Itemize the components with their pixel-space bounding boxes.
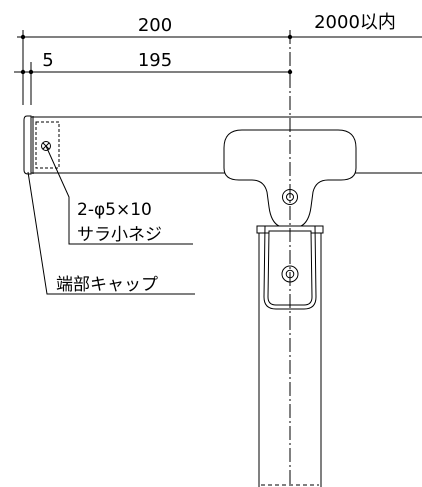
bracket-clamp-inner: [263, 225, 317, 310]
bracket-paddle: [223, 129, 357, 227]
leader-lines: [27, 145, 195, 295]
end-cap: [23, 115, 60, 175]
dimension-label-max-length: 2000以内: [314, 12, 396, 33]
dimension-tick-dot: [20, 34, 26, 40]
dimension-label-offset: 5: [42, 50, 53, 71]
dimension-tick-dot: [28, 69, 34, 75]
callout-screw-spec: 2-φ5×10: [77, 200, 152, 220]
dimension-lines: [14, 30, 422, 105]
leader-end-cap: [27, 171, 195, 295]
leader-screw: [45, 145, 193, 245]
callout-end-cap: 端部キャップ: [56, 275, 158, 295]
dimension-label-inner-width: 195: [138, 50, 172, 71]
dimension-tick-dot: [20, 69, 26, 75]
callout-screw-type: サラ小ネジ: [77, 225, 162, 245]
dimension-label-total-width: 200: [138, 15, 172, 36]
screw-hidden-outline: [35, 121, 60, 169]
